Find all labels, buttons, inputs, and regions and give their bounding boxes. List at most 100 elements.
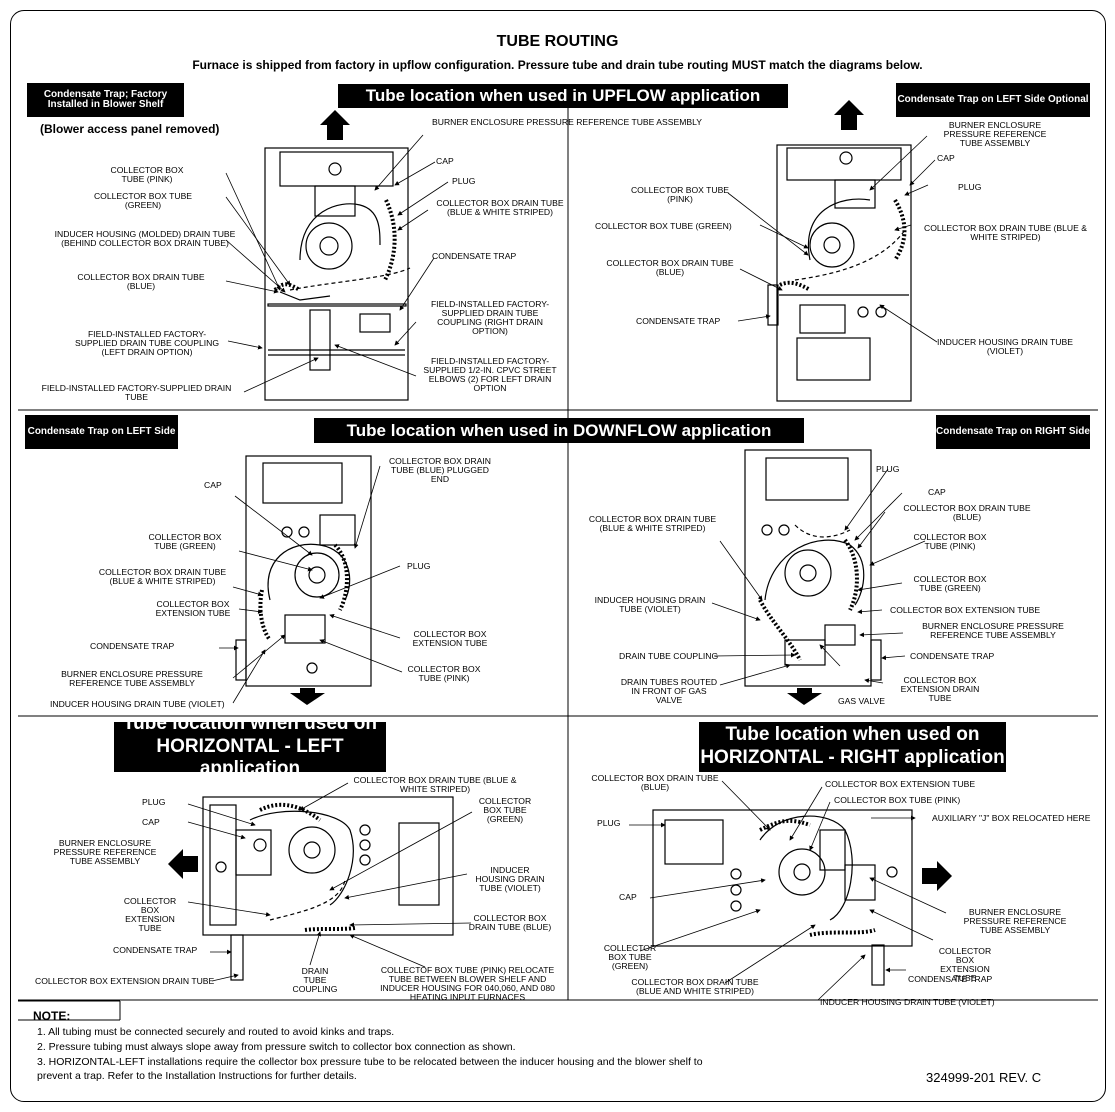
hr-cb-drain-bw: COLLECTOR BOX DRAIN TUBE (BLUE AND WHITE… xyxy=(631,977,759,997)
hr-cb-tube-pink: COLLECTOR BOX TUBE (PINK) xyxy=(834,795,961,805)
hl-inducer-violet: INDUCER HOUSING DRAIN TUBE (VIOLET) xyxy=(475,865,545,894)
upflow-right-furnace xyxy=(767,144,912,402)
hl-cb-drain-bw: COLLECTOR BOX DRAIN TUBE (BLUE & WHITE S… xyxy=(353,775,517,795)
horiz-left-furnace xyxy=(202,796,454,981)
dn-r-cb-tube-green: COLLECTOR BOX TUBE (GREEN) xyxy=(913,574,987,594)
hr-cb-ext: COLLECTOR BOX EXTENSION TUBE xyxy=(825,779,976,789)
up-r-cb-tube-green: COLLECTOR BOX TUBE (GREEN) xyxy=(595,221,732,231)
blower-access-note: (Blower access panel removed) xyxy=(40,122,220,136)
hl-pink-relocate: COLLECTOF BOX TUBE (PINK) RELOCATE TUBE … xyxy=(380,965,555,1003)
dn-l-cb-tube-pink: COLLECTOR BOX TUBE (PINK) xyxy=(407,664,481,684)
hr-cb-ext2: COLLECTOR BOX EXTENSION TUBE xyxy=(938,946,992,984)
horiz-left-heading-line2: HORIZONTAL - LEFT application xyxy=(156,735,344,780)
dn-l-cb-drain-plugged: COLLECTOR BOX DRAIN TUBE (BLUE) PLUGGED … xyxy=(388,456,492,485)
note-title: NOTE: xyxy=(33,1009,71,1023)
downflow-left-furnace xyxy=(235,455,372,687)
downflow-right-furnace xyxy=(744,449,882,687)
up-l-plug: PLUG xyxy=(452,176,476,186)
up-r-cb-drain-blue: COLLECTOR BOX DRAIN TUBE (BLUE) xyxy=(606,258,734,278)
up-r-cap: CAP xyxy=(937,153,955,163)
up-l-cap: CAP xyxy=(436,156,454,166)
horiz-left-heading: Tube location when used on HORIZONTAL - … xyxy=(114,713,386,779)
up-l-cond-trap: CONDENSATE TRAP xyxy=(432,251,517,261)
hr-j-box: AUXILIARY "J" BOX RELOCATED HERE xyxy=(932,813,1091,823)
downflow-heading: Tube location when used in DOWNFLOW appl… xyxy=(314,418,804,443)
up-r-cb-drain-bw: COLLECTOR BOX DRAIN TUBE (BLUE & WHITE S… xyxy=(923,223,1087,243)
dn-r-gas-valve: GAS VALVE xyxy=(838,696,885,706)
note-item: prevent a trap. Refer to the Installatio… xyxy=(37,1070,357,1082)
hr-plug: PLUG xyxy=(597,818,621,828)
dn-l-cap: CAP xyxy=(204,480,222,490)
hr-cap: CAP xyxy=(619,892,637,902)
note-item: 2. Pressure tubing must always slope awa… xyxy=(37,1041,516,1053)
horiz-right-heading-line1: Tube location when used on xyxy=(725,724,980,746)
up-l-cb-tube-pink: COLLECTOR BOX TUBE (PINK) xyxy=(110,165,184,185)
hr-cb-drain-blue: COLLECTOR BOX DRAIN TUBE (BLUE) xyxy=(591,773,719,793)
dn-l-cb-ext2: COLLECTOR BOX EXTENSION TUBE xyxy=(412,629,488,649)
upflow-right-box: Condensate Trap on LEFT Side Optional xyxy=(896,83,1090,117)
dn-l-cb-ext: COLLECTOR BOX EXTENSION TUBE xyxy=(155,599,231,619)
up-l-coupling-right: FIELD-INSTALLED FACTORY-SUPPLIED DRAIN T… xyxy=(430,299,550,337)
note-item: 3. HORIZONTAL-LEFT installations require… xyxy=(37,1056,703,1068)
hl-cb-ext-drain: COLLECTOR BOX EXTENSION DRAIN TUBE xyxy=(35,976,215,986)
up-r-plug: PLUG xyxy=(958,182,982,192)
up-r-cb-tube-pink: COLLECTOR BOX TUBE (PINK) xyxy=(630,185,730,205)
dn-r-cb-drain-bw: COLLECTOR BOX DRAIN TUBE (BLUE & WHITE S… xyxy=(588,514,717,534)
page-title: TUBE ROUTING xyxy=(496,33,619,50)
dn-r-cap: CAP xyxy=(928,487,946,497)
dn-l-plug: PLUG xyxy=(407,561,431,571)
dn-r-cb-drain-blue: COLLECTOR BOX DRAIN TUBE (BLUE) xyxy=(903,503,1031,523)
dn-l-cb-tube-green: COLLECTOR BOX TUBE (GREEN) xyxy=(148,532,222,552)
hl-cb-drain-blue: COLLECTOR BOX DRAIN TUBE (BLUE) xyxy=(468,913,552,933)
dn-r-cb-ext: COLLECTOR BOX EXTENSION TUBE xyxy=(890,605,1041,615)
upflow-left-box: Condensate Trap; Factory Installed in Bl… xyxy=(27,83,184,117)
dn-r-coupling: DRAIN TUBE COUPLING xyxy=(619,651,719,661)
up-r-inducer-violet: INDUCER HOUSING DRAIN TUBE (VIOLET) xyxy=(937,337,1073,357)
up-r-cond-trap: CONDENSATE TRAP xyxy=(636,316,721,326)
downflow-left-box: Condensate Trap on LEFT Side xyxy=(25,415,178,449)
dn-r-cb-ext-drain: COLLECTOR BOX EXTENSION DRAIN TUBE xyxy=(900,675,980,704)
horiz-left-heading-line1: Tube location when used on xyxy=(122,712,378,734)
horiz-right-furnace xyxy=(652,809,913,986)
dn-l-cb-drain-bw: COLLECTOR BOX DRAIN TUBE (BLUE & WHITE S… xyxy=(98,567,227,587)
hl-cap: CAP xyxy=(142,817,160,827)
hl-cb-tube-green: COLLECTOR BOX TUBE (GREEN) xyxy=(478,796,532,825)
page-subtitle: Furnace is shipped from factory in upflo… xyxy=(192,58,923,72)
up-l-inducer-molded: INDUCER HOUSING (MOLDED) DRAIN TUBE (BEH… xyxy=(54,229,236,249)
hr-inducer-violet: INDUCER HOUSING DRAIN TUBE (VIOLET) xyxy=(820,997,995,1007)
dn-r-burner-ref: BURNER ENCLOSURE PRESSURE REFERENCE TUBE… xyxy=(922,621,1064,641)
up-l-cb-drain-blue: COLLECTOR BOX DRAIN TUBE (BLUE) xyxy=(77,272,205,292)
note-item: 1. All tubing must be connected securely… xyxy=(37,1026,395,1038)
hl-plug: PLUG xyxy=(142,797,166,807)
up-r-burner-ref: BURNER ENCLOSURE PRESSURE REFERENCE TUBE… xyxy=(943,120,1047,149)
document-number: 324999-201 REV. C xyxy=(926,1070,1042,1085)
upflow-heading: Tube location when used in UPFLOW applic… xyxy=(338,84,788,108)
hl-cond-trap: CONDENSATE TRAP xyxy=(113,945,198,955)
up-l-cb-drain-bw: COLLECTOR BOX DRAIN TUBE (BLUE & WHITE S… xyxy=(436,198,564,218)
up-l-burner-ref: BURNER ENCLOSURE PRESSURE REFERENCE TUBE… xyxy=(432,117,702,127)
dn-l-inducer-violet: INDUCER HOUSING DRAIN TUBE (VIOLET) xyxy=(50,699,225,709)
dn-r-plug: PLUG xyxy=(876,464,900,474)
hl-coupling: DRAIN TUBE COUPLING xyxy=(292,966,338,995)
dn-l-cond-trap: CONDENSATE TRAP xyxy=(90,641,175,651)
horiz-right-heading: Tube location when used on HORIZONTAL - … xyxy=(699,722,1006,772)
diagram-frame xyxy=(10,10,1106,1102)
dn-l-burner-ref: BURNER ENCLOSURE PRESSURE REFERENCE TUBE… xyxy=(61,669,203,689)
dn-r-cb-tube-pink: COLLECTOR BOX TUBE (PINK) xyxy=(913,532,987,552)
downflow-right-box: Condensate Trap on RIGHT Side xyxy=(936,415,1090,449)
hr-cond-trap: CONDENSATE TRAP xyxy=(908,974,993,984)
horiz-right-heading-line2: HORIZONTAL - RIGHT application xyxy=(700,747,1005,768)
up-l-cb-tube-green: COLLECTOR BOX TUBE (GREEN) xyxy=(93,191,193,211)
hl-burner-ref: BURNER ENCLOSURE PRESSURE REFERENCE TUBE… xyxy=(53,838,157,867)
hl-cb-ext: COLLECTOR BOX EXTENSION TUBE xyxy=(123,896,177,934)
upflow-left-furnace xyxy=(264,147,411,401)
up-l-drain-tube: FIELD-INSTALLED FACTORY-SUPPLIED DRAIN T… xyxy=(41,383,232,403)
dn-r-cond-trap: CONDENSATE TRAP xyxy=(910,651,995,661)
dn-r-inducer-violet: INDUCER HOUSING DRAIN TUBE (VIOLET) xyxy=(594,595,706,615)
up-l-coupling-left: FIELD-INSTALLED FACTORY-SUPPLIED DRAIN T… xyxy=(74,329,220,358)
up-l-elbows: FIELD-INSTALLED FACTORY-SUPPLIED 1/2-IN.… xyxy=(423,356,557,394)
hr-burner-ref: BURNER ENCLOSURE PRESSURE REFERENCE TUBE… xyxy=(963,907,1067,936)
dn-r-routed: DRAIN TUBES ROUTED IN FRONT OF GAS VALVE xyxy=(620,677,718,706)
hr-cb-tube-green: COLLECTOR BOX TUBE (GREEN) xyxy=(603,943,657,972)
